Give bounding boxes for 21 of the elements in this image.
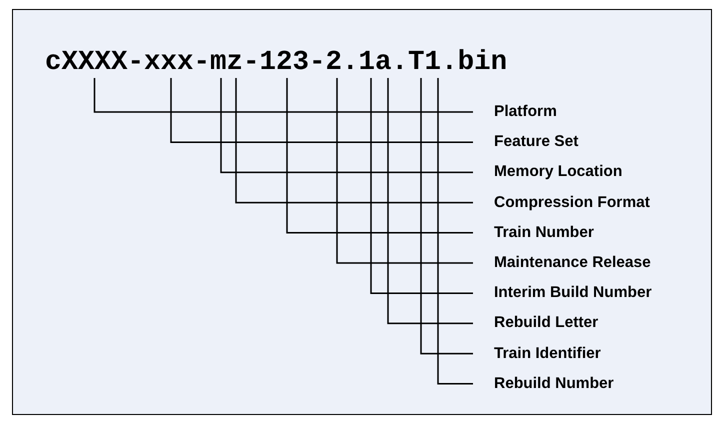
leader-line bbox=[336, 78, 473, 264]
file-name: cXXXX-xxx-mz-123-2.1a.T1.bin bbox=[45, 47, 508, 78]
leader-line bbox=[94, 78, 473, 113]
leader-line bbox=[420, 78, 473, 354]
leader-line bbox=[235, 78, 473, 204]
part-label: Train Number bbox=[473, 222, 594, 243]
part-label: Interim Build Number bbox=[473, 283, 652, 304]
leader-line bbox=[286, 78, 473, 234]
part-label: Feature Set bbox=[473, 132, 578, 152]
part-label: Train Identifier bbox=[473, 344, 601, 364]
leader-line bbox=[370, 78, 473, 294]
leader-line bbox=[387, 78, 473, 324]
leader-line bbox=[170, 78, 473, 143]
part-label: Rebuild Number bbox=[473, 374, 614, 394]
part-label: Memory Location bbox=[473, 162, 622, 182]
part-label: Compression Format bbox=[473, 192, 650, 213]
part-label: Platform bbox=[473, 102, 557, 122]
leader-line bbox=[220, 78, 473, 174]
part-label: Maintenance Release bbox=[473, 253, 651, 273]
leader-line bbox=[437, 78, 473, 385]
part-label: Rebuild Letter bbox=[473, 313, 598, 334]
